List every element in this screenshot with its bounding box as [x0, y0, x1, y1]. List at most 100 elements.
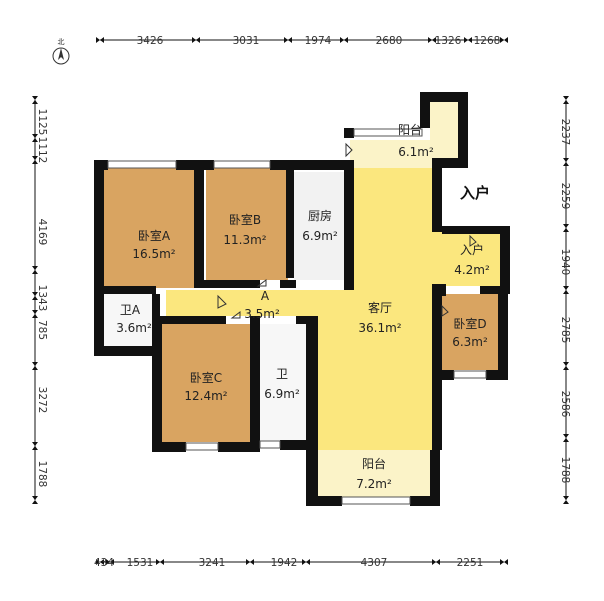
dim-top-label: 3031	[233, 35, 260, 47]
dimension-labels-top: 3426 3031 1974 2680 1326 1268	[137, 35, 501, 47]
room-area: 36.1m²	[358, 321, 401, 335]
dim-top-label: 2680	[376, 35, 403, 47]
dim-bottom-label: 434	[94, 557, 114, 569]
dimension-labels-right: 2237 2259 1940 2785 2586 1788	[559, 119, 571, 484]
room-area: 12.4m²	[184, 389, 227, 403]
door-marker-icon	[345, 142, 353, 158]
dimension-tick-icon	[32, 362, 38, 370]
hall-floor	[166, 290, 216, 318]
door-marker-icon	[469, 234, 477, 247]
wall	[344, 128, 354, 138]
bath-floor	[258, 324, 306, 442]
wall	[286, 160, 294, 278]
wall	[306, 316, 318, 506]
room-name: 客厅	[368, 300, 392, 315]
window	[107, 160, 177, 169]
room-name: 卫	[276, 367, 288, 381]
door-marker-icon	[441, 304, 449, 317]
dimension-labels-bottom: 434 1531 3241 1942 4307 2251	[94, 557, 483, 569]
compass: 北	[52, 38, 70, 65]
wall	[420, 92, 468, 102]
dimension-tick-icon	[32, 156, 38, 164]
wall	[410, 496, 440, 506]
wall	[480, 286, 510, 294]
wall	[250, 316, 260, 448]
dimension-tick-icon	[302, 559, 310, 565]
wall	[432, 370, 442, 450]
door-marker-icon	[256, 279, 267, 287]
dimension-tick-icon	[500, 559, 508, 565]
room-floors	[104, 100, 500, 502]
window	[213, 160, 271, 169]
window	[259, 440, 281, 449]
dimension-tick-icon	[106, 559, 114, 565]
room-name: 卧室A	[138, 228, 171, 243]
dimension-tick-icon	[32, 96, 38, 104]
room-name: 卧室B	[229, 212, 261, 227]
dimension-tick-icon	[32, 266, 38, 274]
wall	[432, 290, 442, 380]
wall	[430, 450, 440, 506]
dimension-tick-icon	[563, 158, 569, 166]
wall	[498, 286, 508, 380]
dim-left-label: 1788	[36, 461, 48, 488]
dim-left-label: 1112	[36, 137, 48, 164]
dimension-tick-icon	[246, 559, 254, 565]
dimension-labels-left: 1125 1112 4169 1343 785 3272 1788	[36, 109, 48, 488]
window	[353, 128, 423, 137]
wall	[306, 496, 342, 506]
entrance-label: 入户	[460, 184, 490, 202]
entry-floor	[442, 232, 500, 286]
room-area: 3.5m²	[244, 307, 280, 321]
wall	[500, 226, 510, 294]
dimension-tick-icon	[432, 559, 440, 565]
wall	[280, 280, 296, 288]
dimension-tick-icon	[340, 37, 348, 43]
room-name: 阳台	[398, 122, 422, 137]
door-markers	[217, 142, 477, 319]
dimension-tick-icon	[563, 496, 569, 504]
dimension-tick-icon	[192, 37, 200, 43]
balcony-top-ext	[430, 100, 458, 160]
dimension-tick-icon	[32, 310, 38, 318]
dim-left-label: 1343	[36, 285, 48, 312]
dim-bottom-label: 1942	[271, 557, 298, 569]
wall	[104, 346, 160, 356]
wall	[218, 442, 260, 452]
room-area: 6.9m²	[264, 387, 300, 401]
dim-right-label: 2586	[559, 391, 571, 418]
wall	[458, 92, 468, 166]
dim-top-label: 1974	[305, 35, 332, 47]
window	[453, 370, 487, 379]
walls	[94, 92, 510, 506]
wall	[94, 160, 108, 170]
wall	[104, 286, 156, 294]
dim-bottom-label: 2251	[457, 557, 484, 569]
dimension-tick-icon	[96, 37, 104, 43]
room-name: 阳台	[362, 456, 386, 471]
wall	[432, 168, 442, 232]
wall	[486, 370, 508, 380]
wall	[420, 92, 430, 128]
wall	[270, 160, 354, 170]
balcony-top-floor	[350, 140, 440, 168]
dim-bottom-label: 1531	[127, 557, 154, 569]
dim-left-label: 1125	[36, 109, 48, 136]
wall	[152, 442, 186, 452]
bedroom-c-floor	[160, 324, 250, 442]
wall	[442, 226, 510, 234]
balcony-bottom-floor	[318, 450, 430, 502]
dim-right-label: 2259	[559, 183, 571, 210]
dim-left-label: 3272	[36, 387, 48, 414]
bedroom-a-floor	[104, 168, 194, 288]
dimension-tick-icon	[32, 134, 38, 142]
bedroom-d-floor	[442, 294, 498, 370]
dimension-tick-icon	[563, 224, 569, 232]
wall	[94, 160, 104, 356]
room-area: 4.2m²	[454, 263, 490, 277]
dimension-ticks	[32, 37, 569, 565]
wall	[204, 280, 260, 288]
wall	[152, 316, 226, 324]
room-area: 6.9m²	[302, 229, 338, 243]
